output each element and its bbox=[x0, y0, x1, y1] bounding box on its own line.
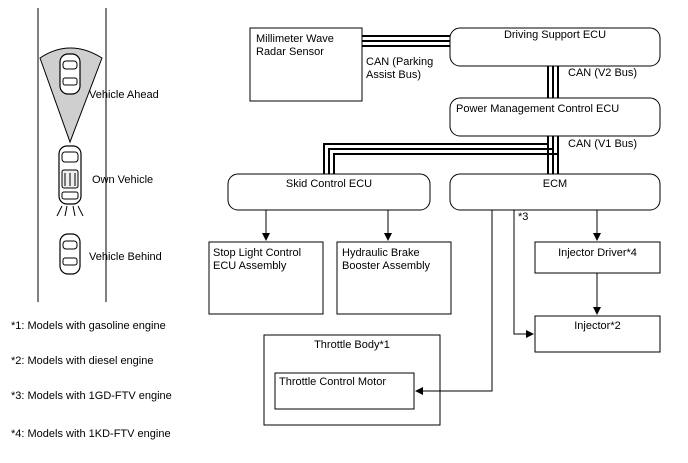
throttle-control-motor-box bbox=[274, 372, 415, 410]
note-1: *1: Models with gasoline engine bbox=[11, 320, 166, 332]
power-management-ecu-box bbox=[449, 97, 661, 137]
ecm-label: ECM bbox=[542, 178, 568, 190]
can-parking-bus-label: CAN (Parking Assist Bus) bbox=[366, 56, 434, 81]
signal-arrows bbox=[262, 210, 601, 395]
road-illustration bbox=[37, 8, 107, 302]
own-vehicle-label: Own Vehicle bbox=[92, 174, 154, 186]
skid-control-ecu-box bbox=[227, 173, 431, 211]
vehicle-ahead-label: Vehicle Ahead bbox=[89, 89, 159, 101]
radar-sensor-label: Millimeter Wave Radar Sensor bbox=[256, 33, 334, 58]
footnote-marker-3: *3 bbox=[518, 211, 529, 223]
vehicle-behind-label: Vehicle Behind bbox=[89, 251, 162, 263]
can-v1-bus-label: CAN (V1 Bus) bbox=[568, 138, 638, 150]
radar-detection-zone bbox=[39, 47, 103, 144]
note-3: *3: Models with 1GD-FTV engine bbox=[11, 390, 172, 402]
injector-box bbox=[534, 315, 661, 353]
vehicle-ahead-icon bbox=[59, 53, 81, 95]
stop-light-control-box bbox=[208, 241, 324, 315]
can-v2-bus-label: CAN (V2 Bus) bbox=[568, 67, 638, 79]
driving-support-ecu-box bbox=[449, 27, 661, 67]
note-2: *2: Models with diesel engine bbox=[11, 355, 154, 367]
can-v2-bus-lines bbox=[547, 66, 559, 98]
radar-sensor-box bbox=[249, 27, 363, 102]
driving-support-ecu-label: Driving Support ECU bbox=[503, 29, 607, 41]
can-parking-bus-lines bbox=[362, 35, 450, 47]
note-4: *4: Models with 1KD-FTV engine bbox=[11, 428, 171, 440]
throttle-body-label: Throttle Body*1 bbox=[314, 339, 390, 351]
injector-driver-box bbox=[534, 241, 661, 274]
own-vehicle-icon bbox=[56, 145, 84, 217]
hydraulic-brake-booster-label: Hydraulic Brake Booster Assembly bbox=[342, 247, 431, 272]
stop-light-control-label: Stop Light Control ECU Assembly bbox=[213, 247, 302, 272]
injector-label: Injector*2 bbox=[574, 320, 621, 332]
vehicle-behind-icon bbox=[59, 233, 81, 275]
hydraulic-brake-booster-box bbox=[336, 241, 452, 315]
throttle-control-motor-label: Throttle Control Motor bbox=[279, 376, 386, 388]
ecm-box bbox=[449, 173, 661, 211]
injector-driver-label: Injector Driver*4 bbox=[558, 247, 637, 259]
skid-control-ecu-label: Skid Control ECU bbox=[285, 178, 373, 190]
power-management-ecu-label: Power Management Control ECU bbox=[456, 103, 620, 115]
can-v1-bus-lines bbox=[323, 136, 559, 174]
